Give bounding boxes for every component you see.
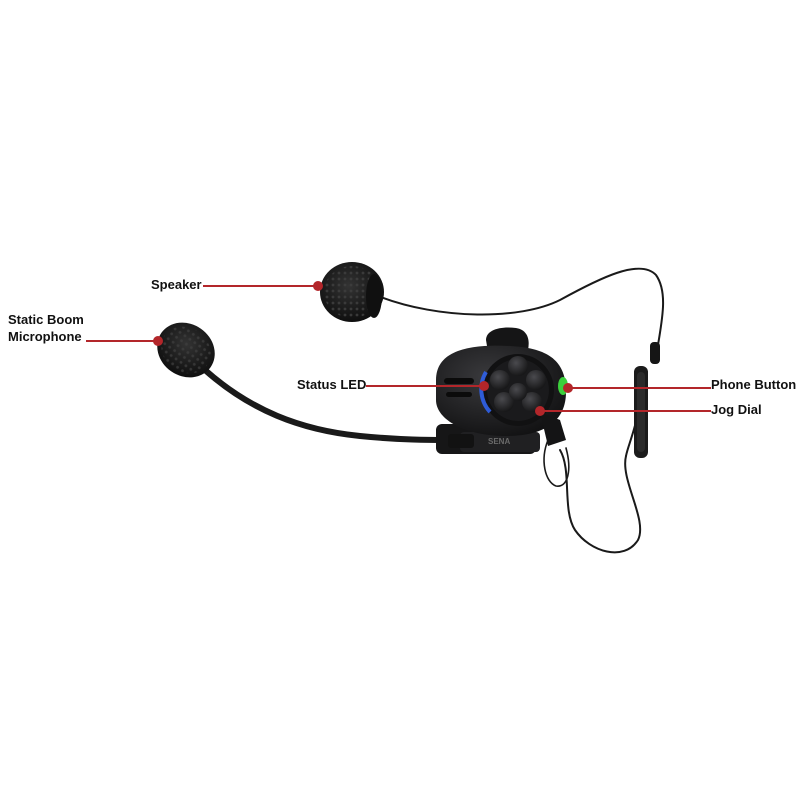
callout-phone-button: Phone Button	[711, 376, 796, 393]
brand-mark: SENA	[488, 437, 510, 446]
leader-dot-phone	[563, 383, 573, 393]
callout-jog-dial: Jog Dial	[711, 401, 762, 418]
callout-mic-line2: Microphone	[8, 329, 82, 344]
boom-arm	[202, 367, 453, 443]
callout-status-led: Status LED	[297, 376, 366, 393]
callout-microphone: Static Boom Microphone	[8, 311, 84, 345]
cable-loop	[559, 449, 642, 554]
callout-phone-button-text: Phone Button	[711, 377, 797, 392]
callout-status-led-text: Status LED	[297, 377, 367, 392]
callout-lines	[86, 281, 711, 416]
leader-dot-jog	[535, 406, 545, 416]
leader-dot-speaker	[313, 281, 323, 291]
leader-dot-led	[479, 381, 489, 391]
inline-controller	[634, 342, 660, 458]
leader-dot-mic	[153, 336, 163, 346]
callout-mic-line1: Static Boom	[8, 312, 84, 327]
cables	[202, 267, 665, 554]
callout-speaker-text: Speaker	[151, 277, 202, 292]
main-unit: SENA	[436, 327, 568, 454]
callout-speaker: Speaker	[151, 276, 202, 293]
microphone	[157, 322, 215, 378]
lanyard	[543, 439, 570, 487]
speaker	[320, 262, 384, 322]
status-led-glow	[479, 370, 492, 414]
callout-jog-dial-text: Jog Dial	[711, 402, 762, 417]
speaker-cable	[377, 267, 665, 346]
